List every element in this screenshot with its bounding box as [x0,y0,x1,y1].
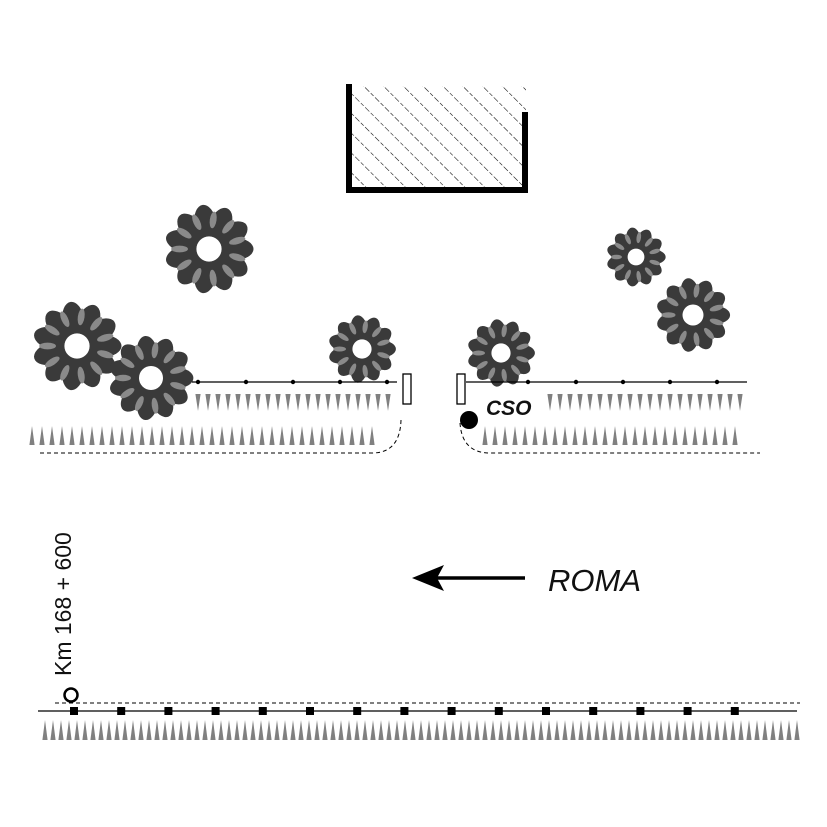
fence-posts [195,379,720,385]
platform-right [456,373,760,454]
tree-icon [329,315,396,383]
hedge-spike-icon [42,720,800,740]
tree-icon [166,204,254,294]
buffer-stop-left [402,373,412,405]
tree-icon [34,301,122,391]
tree-icon [607,227,666,287]
hedge-spike-icon [195,394,391,411]
arrow-left-icon [412,565,525,591]
tree-icon [468,319,535,387]
hatched-building-icon [346,84,528,193]
tree-icon [657,278,731,352]
signal-dot-icon [460,411,478,429]
hedge-spike-icon [29,426,375,445]
hedge-group [29,394,800,740]
tree-group [34,204,731,421]
direction-label: ROMA [548,563,641,598]
hedge-spike-icon [547,394,743,411]
kilometre-label: Km 168 + 600 [50,532,76,676]
buffer-stop-right [456,373,466,405]
tree-icon [110,335,194,421]
track-sleepers [70,707,739,715]
hedge-spike-icon [482,426,738,445]
cso-label: CSO [486,397,532,420]
milestone-circle-icon [63,687,79,703]
